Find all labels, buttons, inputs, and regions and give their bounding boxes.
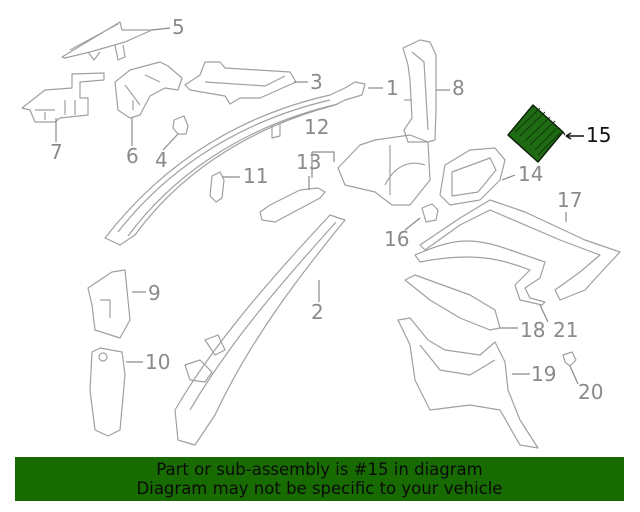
callout-18[interactable]: 18	[520, 318, 546, 342]
callout-7[interactable]: 7	[50, 140, 63, 164]
callout-10[interactable]: 10	[145, 350, 171, 374]
part-12-drawing	[311, 134, 431, 206]
part-16-drawing	[421, 203, 439, 223]
callout-13[interactable]: 13	[296, 150, 322, 174]
callout-2[interactable]: 2	[311, 300, 324, 324]
part-2-drawing	[174, 214, 346, 446]
part-3-drawing	[184, 61, 297, 105]
callout-4[interactable]: 4	[155, 148, 168, 172]
part-9-drawing	[87, 269, 131, 339]
part-4-drawing	[172, 115, 189, 135]
banner-line-part: Part or sub-assembly is #15 in diagram	[156, 460, 483, 479]
callout-12[interactable]: 12	[304, 115, 330, 139]
leader-arrows	[55, 27, 579, 385]
callout-8[interactable]: 8	[452, 76, 465, 100]
callout-20[interactable]: 20	[578, 380, 604, 404]
parts-illustration	[21, 21, 621, 449]
part-7-drawing	[21, 72, 105, 123]
callout-16[interactable]: 16	[384, 227, 410, 251]
part-21-drawing	[414, 240, 546, 306]
callout-3[interactable]: 3	[310, 70, 323, 94]
callout-11[interactable]: 11	[243, 164, 269, 188]
callout-15[interactable]: 15	[586, 123, 612, 147]
part-6-drawing	[114, 61, 183, 119]
part-5-drawing	[61, 21, 153, 61]
part-10-drawing	[89, 347, 126, 437]
part-19-drawing	[397, 317, 539, 449]
callout-21[interactable]: 21	[553, 318, 579, 342]
callout-6[interactable]: 6	[126, 144, 139, 168]
part-17-drawing	[419, 199, 621, 301]
part-14-drawing	[439, 147, 506, 206]
part-18-drawing	[404, 274, 501, 331]
part-13-drawing	[259, 187, 326, 223]
notice-banner: Part or sub-assembly is #15 in diagram D…	[15, 457, 624, 501]
callout-1[interactable]: 1	[386, 76, 399, 100]
part-15-drawing	[507, 104, 564, 163]
arrow-15	[565, 132, 584, 140]
part-11-drawing	[209, 171, 225, 203]
callout-9[interactable]: 9	[148, 281, 161, 305]
callout-14[interactable]: 14	[518, 162, 544, 186]
callout-5[interactable]: 5	[172, 15, 185, 39]
parts-diagram: 1 2 3 4 5 6 7 8 9 10 11 12 13 14 15 16 1…	[21, 15, 621, 449]
part-1-drawing	[104, 81, 366, 246]
callout-17[interactable]: 17	[557, 188, 583, 212]
part-8-drawing	[402, 39, 437, 143]
banner-line-disclaimer: Diagram may not be specific to your vehi…	[136, 479, 503, 498]
callout-19[interactable]: 19	[531, 362, 557, 386]
part-20-drawing	[562, 351, 577, 367]
